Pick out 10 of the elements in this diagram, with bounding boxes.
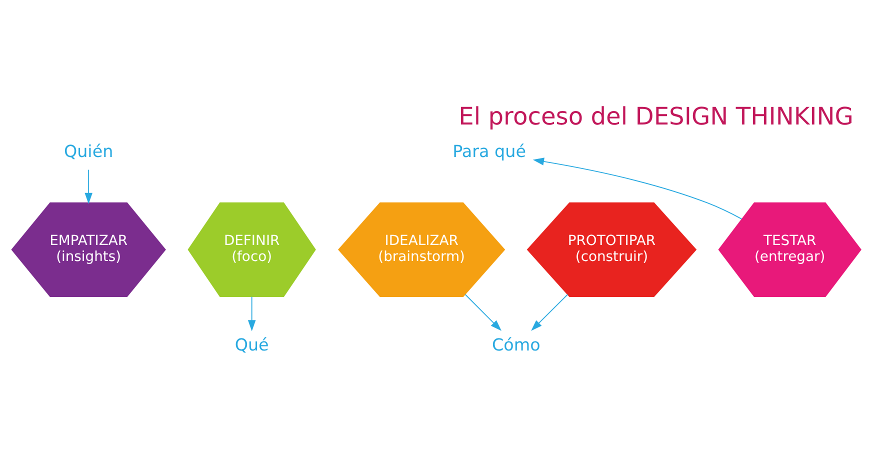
arrow (532, 158, 742, 220)
node-text: Quién (64, 142, 114, 161)
arrow (84, 169, 92, 204)
node-text: Qué (234, 336, 269, 355)
arrow (248, 296, 256, 332)
diagram-title: El proceso del DESIGN THINKING (458, 102, 854, 131)
arrow (464, 294, 502, 331)
node-text: Para qué (452, 142, 526, 161)
arrow (531, 294, 568, 331)
node-text: Cómo (492, 336, 540, 355)
